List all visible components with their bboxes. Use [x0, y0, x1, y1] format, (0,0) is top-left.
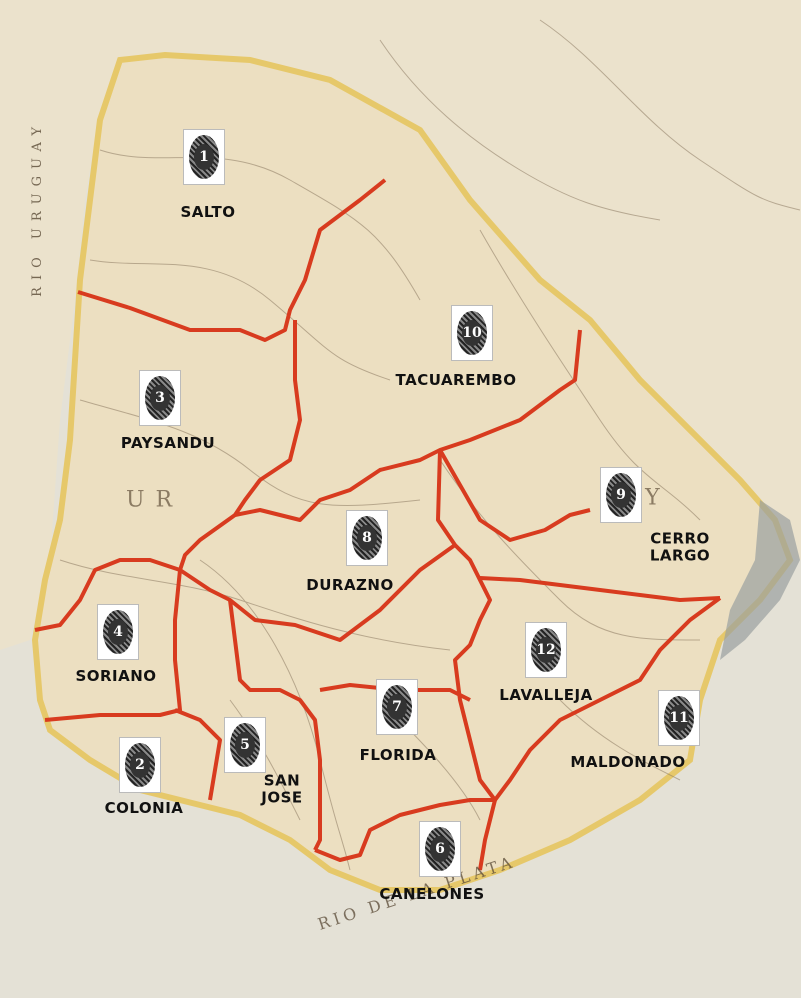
department-stamp-durazno: 8 — [346, 510, 388, 566]
department-label-san-jose: SAN JOSE — [261, 771, 303, 806]
river-line — [199, 559, 351, 871]
department-label-durazno: DURAZNO — [306, 575, 394, 594]
border-line — [438, 449, 591, 542]
department-label-paysandu: PAYSANDU — [120, 433, 216, 452]
department-stamp-colonia: 2 — [119, 737, 161, 793]
department-label-maldonado: MALDONADO — [570, 752, 686, 771]
department-stamp-canelones: 6 — [419, 821, 461, 877]
rivers — [59, 19, 801, 871]
department-stamp-maldonado: 11 — [658, 690, 700, 746]
department-label-canelones: CANELONES — [379, 884, 485, 903]
river-line — [229, 699, 301, 821]
department-label-lavalleja: LAVALLEJA — [499, 685, 593, 704]
stamp-number: 3 — [150, 385, 170, 411]
neighbor-land — [0, 0, 801, 650]
river-line — [539, 19, 801, 211]
border-line — [314, 798, 497, 871]
uruguay-territory — [31, 51, 794, 893]
stamp-number: 6 — [430, 836, 450, 862]
river-line — [479, 229, 701, 521]
border-line — [436, 449, 497, 802]
river-line — [59, 559, 451, 651]
stamp-number: 2 — [130, 752, 150, 778]
department-stamp-lavalleja: 12 — [525, 622, 567, 678]
department-stamp-florida: 7 — [376, 679, 418, 735]
department-label-salto: SALTO — [180, 202, 236, 221]
west-margin-text: RIO URUGUAY — [30, 120, 45, 297]
stamp-number: 9 — [611, 482, 631, 508]
laguna-merin — [720, 500, 800, 660]
border-line — [479, 576, 721, 602]
department-label-colonia: COLONIA — [104, 798, 184, 817]
stamp-number: 7 — [387, 694, 407, 720]
stamp-number: 8 — [357, 525, 377, 551]
stamp-number: 1 — [194, 144, 214, 170]
department-stamp-san-jose: 5 — [224, 717, 266, 773]
department-label-soriano: SORIANO — [75, 666, 157, 685]
river-line — [89, 259, 391, 381]
country-letters-left: U R — [125, 487, 175, 513]
stamp-number: 4 — [108, 619, 128, 645]
river-line — [379, 39, 661, 221]
border-line — [77, 178, 387, 342]
border-line — [178, 543, 457, 642]
border-line — [493, 596, 722, 802]
border-line — [34, 558, 181, 632]
department-stamp-paysandu: 3 — [139, 370, 181, 426]
stamp-number: 12 — [536, 637, 556, 663]
stamp-number: 10 — [462, 320, 482, 346]
stamp-number: 5 — [235, 732, 255, 758]
border-line — [174, 708, 222, 801]
stamp-number: 11 — [669, 705, 689, 731]
river-line — [99, 149, 421, 301]
department-label-cerro-largo: CERRO LARGO — [649, 529, 711, 564]
border-line — [234, 329, 582, 522]
department-stamp-salto: 1 — [183, 129, 225, 185]
department-label-tacuarembo: TACUAREMBO — [395, 370, 517, 389]
border-line — [178, 320, 302, 571]
department-stamp-cerro-largo: 9 — [600, 467, 642, 523]
department-stamp-tacuarembo: 10 — [451, 305, 493, 361]
department-label-florida: FLORIDA — [359, 745, 437, 764]
department-stamp-soriano: 4 — [97, 604, 139, 660]
border-line — [228, 599, 322, 851]
department-borders — [34, 178, 722, 871]
